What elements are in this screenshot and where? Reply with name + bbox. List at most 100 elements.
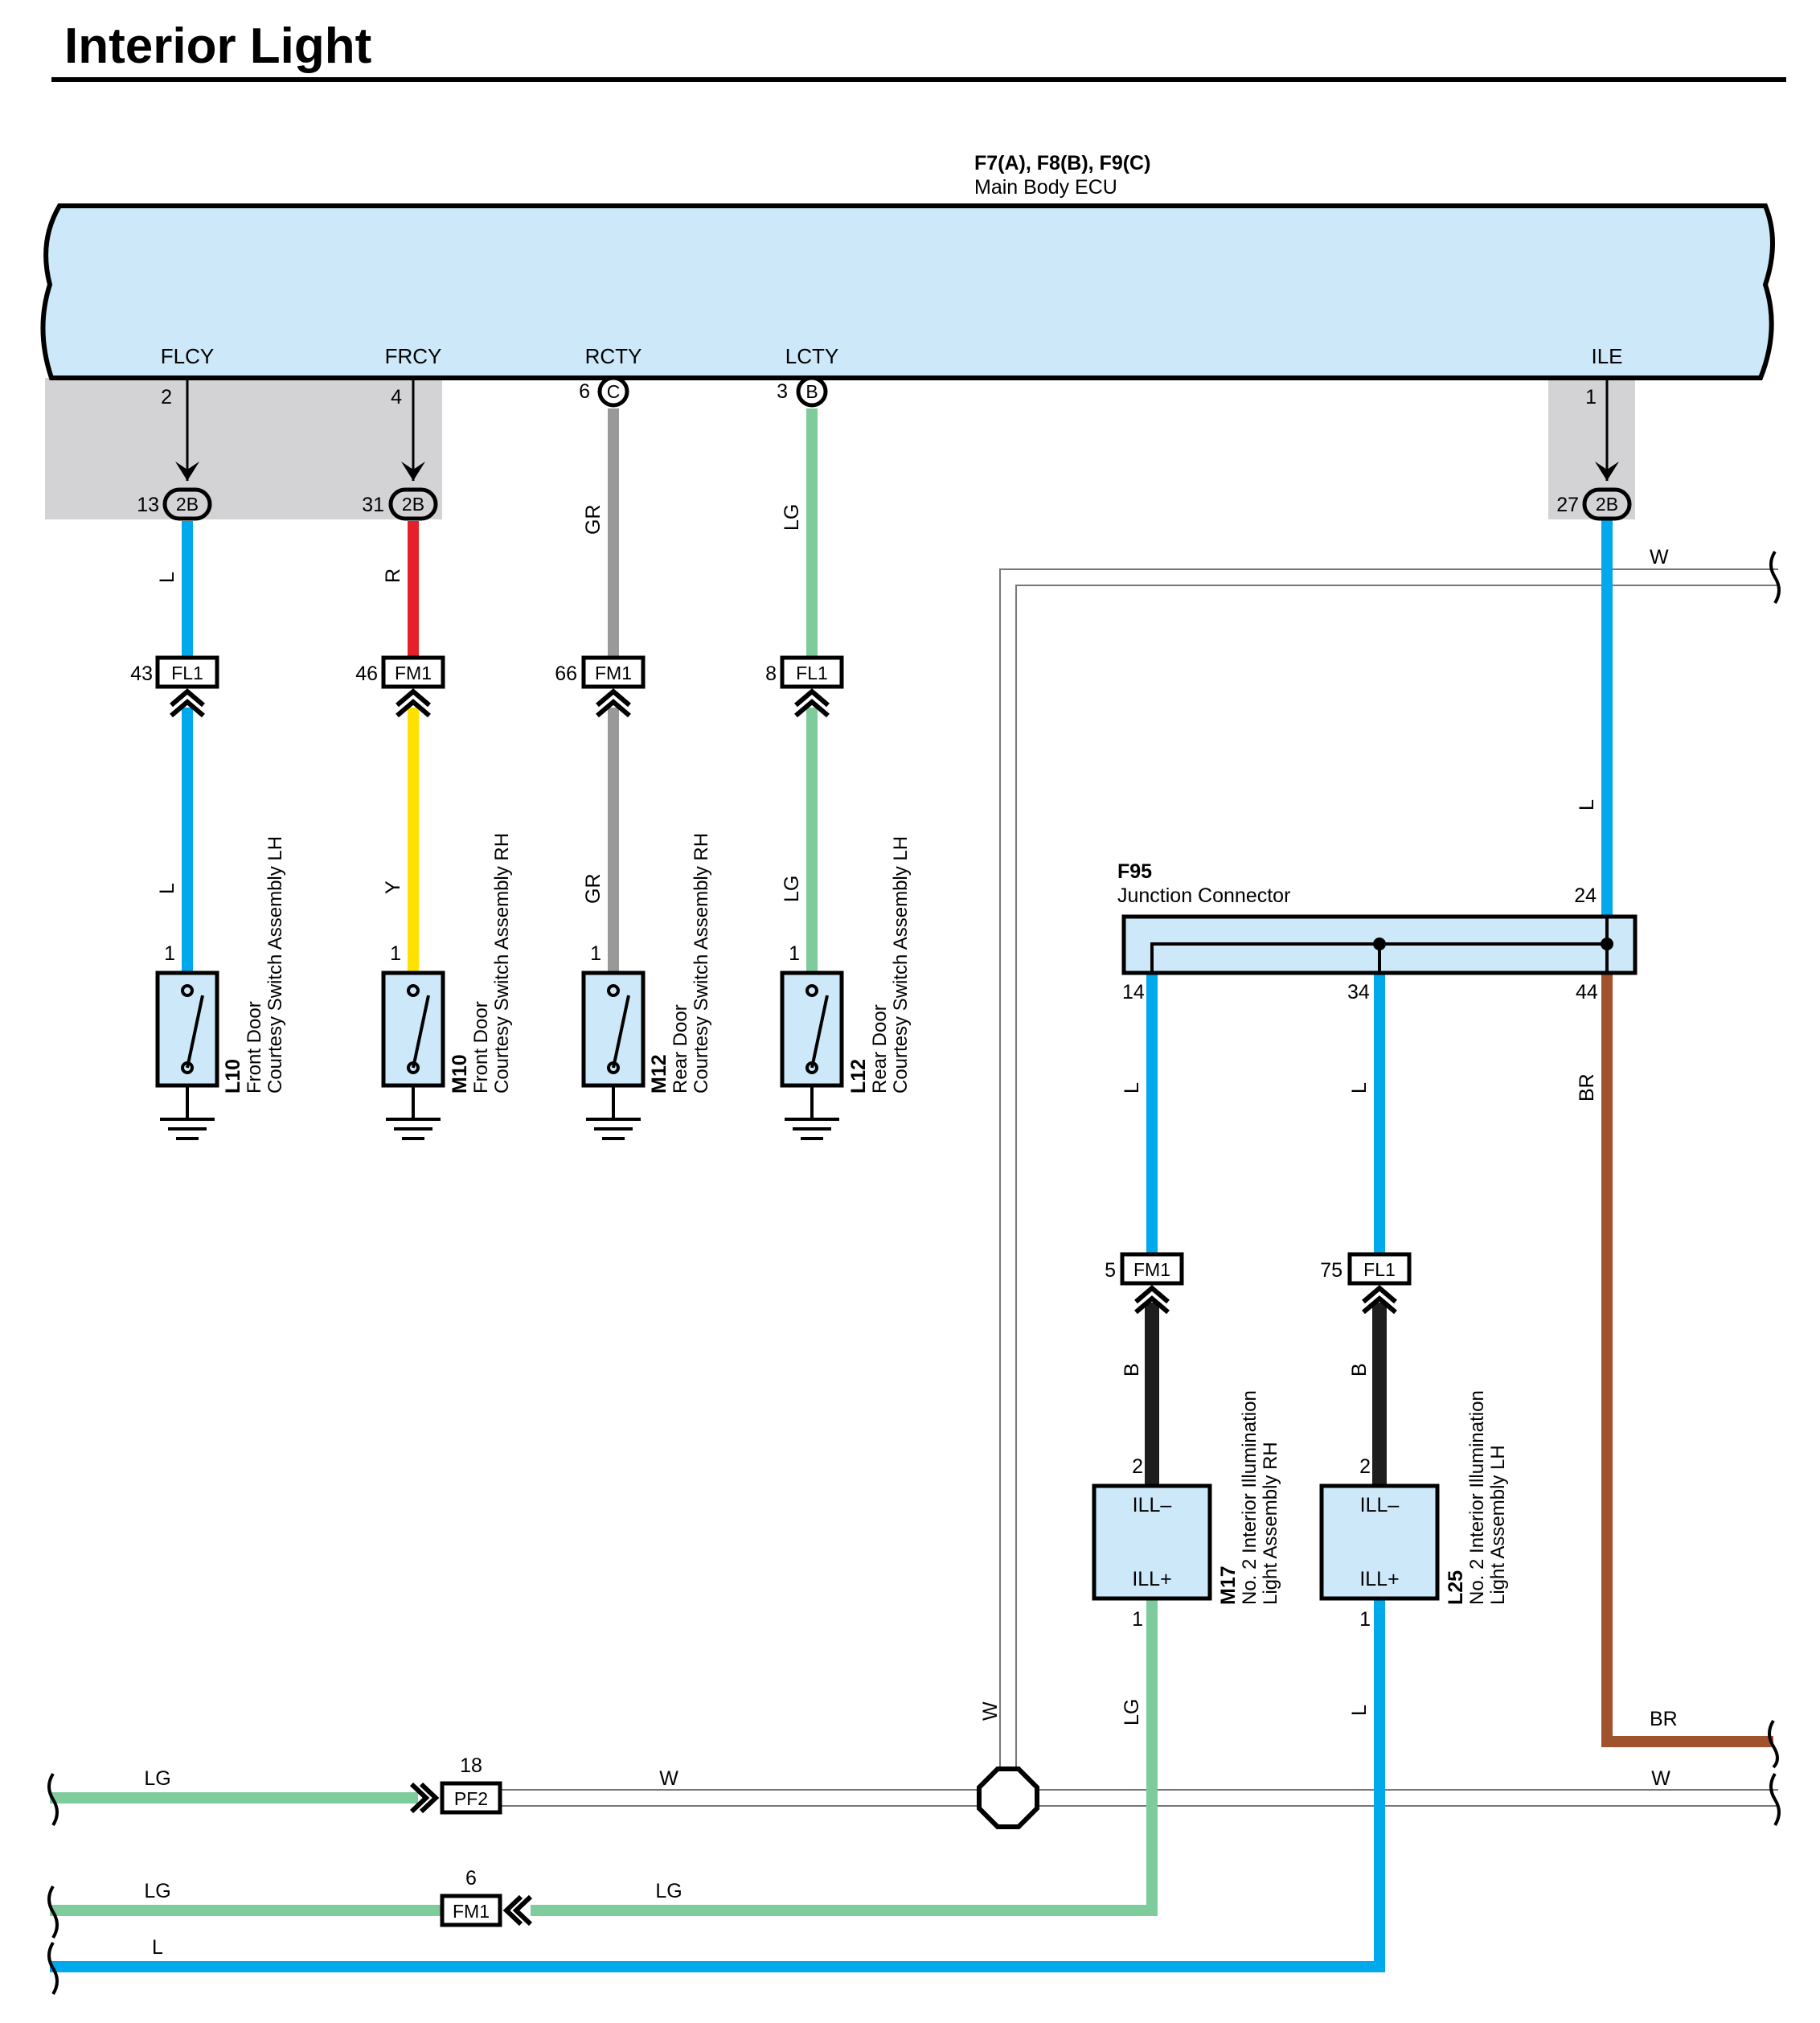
flcy-pin-number: 2 — [161, 386, 172, 408]
l25-inline-connector: FL1 — [1347, 1252, 1412, 1315]
flcy-junction-2b: 2B — [162, 487, 212, 521]
l25-l-wire — [50, 1598, 1385, 1972]
lcty-connector-b: B — [796, 375, 828, 408]
l10-line1: Front Door — [244, 1001, 265, 1094]
m10-code: M10 — [449, 1054, 471, 1094]
l10-switch-pin: 1 — [164, 942, 175, 965]
m10-description: M10 Front Door Courtesy Switch Assembly … — [449, 833, 513, 1094]
splice-point — [977, 1767, 1039, 1829]
w-vertical-label: W — [979, 1701, 1002, 1721]
svg-text:2B: 2B — [402, 494, 424, 515]
l12-courtesy-switch — [780, 970, 844, 1088]
ile-pin-arrow — [1595, 378, 1619, 481]
l25-ill-minus: ILL– — [1360, 1494, 1400, 1516]
wire-break-icons — [47, 550, 1781, 1996]
f95-pin44-br-wire — [1601, 975, 1773, 1747]
frcy-pin-arrow — [401, 378, 425, 481]
m17-pin-top: 2 — [1132, 1455, 1143, 1478]
l25-inline-pin: 75 — [1320, 1259, 1342, 1282]
m10-inline-connector: FM1 — [381, 655, 445, 718]
l25-out-wire-label: L — [1348, 1705, 1371, 1716]
l10-lower-wire-label: L — [156, 883, 178, 894]
l12-line1: Rear Door — [869, 1004, 891, 1094]
m12-description: M12 Rear Door Courtesy Switch Assembly R… — [648, 833, 712, 1094]
l25-pin-top: 2 — [1359, 1455, 1371, 1478]
l10-courtesy-switch — [155, 970, 219, 1088]
l12-description: L12 Rear Door Courtesy Switch Assembly L… — [847, 836, 912, 1094]
f95-pin-a: 14 — [1122, 981, 1145, 1003]
signal-ile: ILE — [1591, 344, 1622, 368]
signal-rcty: RCTY — [585, 344, 642, 368]
m17-out-wire-label: LG — [1121, 1699, 1143, 1726]
ile-junction-pin: 27 — [1556, 494, 1579, 516]
l10-line2: Courtesy Switch Assembly LH — [264, 836, 286, 1094]
frcy-junction-pin: 31 — [362, 494, 384, 516]
f95-junction-connector — [1121, 914, 1638, 975]
svg-text:FL1: FL1 — [171, 663, 203, 683]
l25-pin-bottom: 1 — [1359, 1608, 1371, 1631]
m12-inline-connector: FM1 — [581, 655, 646, 718]
l10-description: L10 Front Door Courtesy Switch Assembly … — [222, 836, 286, 1094]
l12-code: L12 — [847, 1059, 870, 1094]
l12-line2: Courtesy Switch Assembly LH — [890, 836, 912, 1094]
fm1-bottom-pin: 6 — [465, 1867, 477, 1890]
l12-inline-pin: 8 — [765, 663, 777, 685]
main-body-ecu — [40, 203, 1775, 380]
signal-flcy: FLCY — [161, 344, 214, 368]
l25-description: L25 No. 2 Interior Illumination Light As… — [1445, 1390, 1509, 1605]
m17-code: M17 — [1217, 1565, 1240, 1605]
m12-switch-pin: 1 — [590, 942, 601, 965]
w-top-label: W — [1650, 546, 1669, 568]
svg-text:C: C — [607, 381, 621, 402]
l10-ground-icon — [160, 1085, 215, 1140]
l25-light-assembly: ILL– ILL+ — [1319, 1483, 1440, 1601]
m10-upper-wire-label: R — [382, 568, 404, 583]
l25-ill-plus: ILL+ — [1359, 1568, 1399, 1590]
break-top-icon — [1769, 550, 1781, 605]
l10-inline-pin: 43 — [130, 663, 153, 685]
frcy-junction-2b: 2B — [388, 487, 438, 521]
m12-inline-pin: 66 — [555, 663, 577, 685]
m12-line2: Courtesy Switch Assembly RH — [691, 833, 712, 1094]
f95-pin-in: 24 — [1574, 884, 1597, 907]
svg-text:FM1: FM1 — [1133, 1259, 1170, 1280]
l12-switch-pin: 1 — [789, 942, 800, 965]
f95-name: Junction Connector — [1117, 884, 1290, 907]
m12-code: M12 — [648, 1054, 670, 1094]
ecu-name: Main Body ECU — [974, 176, 1117, 199]
flcy-junction-pin: 13 — [137, 494, 159, 516]
m12-upper-wire-label: GR — [582, 505, 605, 536]
m12-lower-wire-label: GR — [582, 874, 605, 905]
m17-inline-connector: FM1 — [1120, 1252, 1184, 1315]
m10-switch-pin: 1 — [390, 942, 401, 965]
svg-text:2B: 2B — [1596, 494, 1618, 515]
row2-mid-label: LG — [655, 1880, 682, 1902]
m17-description: M17 No. 2 Interior Illumination Light As… — [1217, 1390, 1281, 1605]
m12-courtesy-switch — [581, 970, 646, 1088]
m10-lower-wire-label: Y — [382, 880, 404, 894]
ecu-reference: F7(A), F8(B), F9(C) — [974, 152, 1150, 174]
svg-text:PF2: PF2 — [454, 1788, 488, 1809]
m17-wire-label: B — [1121, 1363, 1143, 1377]
m17-light-assembly: ILL– ILL+ — [1092, 1483, 1212, 1601]
m17-line1: No. 2 Interior Illumination — [1239, 1390, 1260, 1605]
svg-text:FL1: FL1 — [1363, 1259, 1396, 1280]
f95-code: F95 — [1117, 860, 1152, 883]
frcy-pin-number: 4 — [391, 386, 402, 408]
title-rule — [51, 77, 1786, 82]
m17-ill-plus: ILL+ — [1132, 1568, 1171, 1590]
fm1-bottom-connector: FM1 — [440, 1894, 533, 1927]
l10-inline-connector: FL1 — [155, 655, 219, 718]
left-shield-area — [45, 378, 442, 519]
break-row3-icon — [47, 1941, 59, 1996]
m10-line1: Front Door — [470, 1001, 492, 1094]
row2-left-label: LG — [144, 1880, 170, 1902]
break-w-bottom-icon — [1769, 1772, 1781, 1827]
ile-junction-2b: 2B — [1582, 487, 1632, 521]
flcy-pin-arrow — [175, 378, 199, 481]
l12-upper-wire-label: LG — [781, 504, 803, 531]
row3-left-label: L — [152, 1936, 163, 1959]
m10-ground-icon — [386, 1085, 441, 1140]
br-bottom-label: BR — [1650, 1708, 1678, 1730]
